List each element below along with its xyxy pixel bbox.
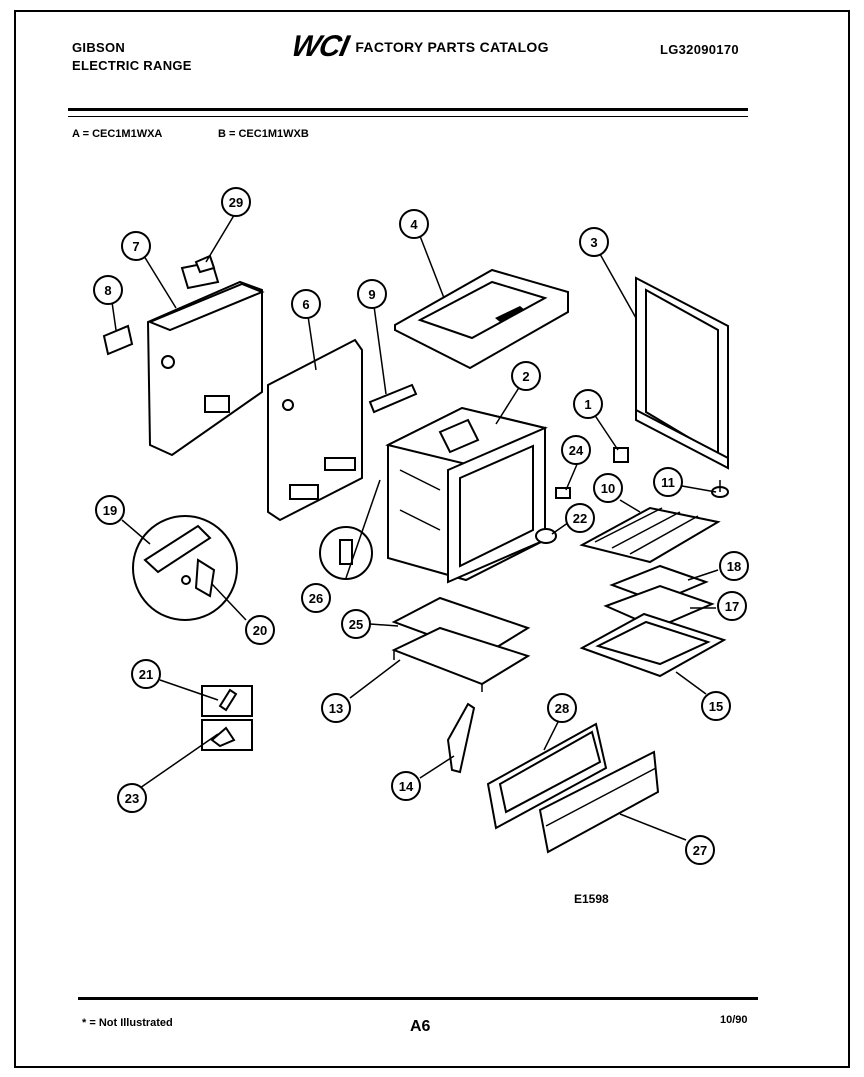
model-b: B = CEC1M1WXB xyxy=(218,128,309,140)
callout-28: 28 xyxy=(547,693,577,723)
part-4-top-panel xyxy=(394,268,569,370)
callout-13: 13 xyxy=(321,693,351,723)
part-7-rear-panel xyxy=(146,280,265,457)
catalog-title: FACTORY PARTS CATALOG xyxy=(355,39,549,55)
callout-18: 18 xyxy=(719,551,749,581)
part-10-rack xyxy=(579,506,721,564)
callout-2: 2 xyxy=(511,361,541,391)
svg-text:6: 6 xyxy=(302,297,309,312)
footnote: * = Not Illustrated xyxy=(82,1017,173,1029)
svg-text:23: 23 xyxy=(125,791,139,806)
svg-text:8: 8 xyxy=(104,283,111,298)
svg-text:17: 17 xyxy=(725,599,739,614)
figure-code: E1598 xyxy=(574,892,609,906)
callout-6: 6 xyxy=(291,289,321,319)
part-27-drawer-panel xyxy=(538,750,660,854)
part-8-plate xyxy=(102,324,134,356)
callout-7: 7 xyxy=(121,231,151,261)
svg-text:20: 20 xyxy=(253,623,267,638)
model-a: A = CEC1M1WXA xyxy=(72,128,163,140)
callout-11: 11 xyxy=(653,467,683,497)
detail-circle-19-20 xyxy=(132,515,238,621)
callout-4: 4 xyxy=(399,209,429,239)
svg-text:9: 9 xyxy=(368,287,375,302)
callout-23: 23 xyxy=(117,783,147,813)
part-22-gasket xyxy=(535,528,557,544)
svg-text:19: 19 xyxy=(103,503,117,518)
svg-text:10: 10 xyxy=(601,481,615,496)
callout-10: 10 xyxy=(593,473,623,503)
callout-19: 19 xyxy=(95,495,125,525)
part-1-knob xyxy=(613,447,629,463)
callout-25: 25 xyxy=(341,609,371,639)
svg-text:27: 27 xyxy=(693,843,707,858)
catalog-header: WCI FACTORY PARTS CATALOG xyxy=(289,30,549,64)
part-28-drawer-front xyxy=(486,722,608,830)
part-24-clip xyxy=(555,487,571,499)
svg-text:3: 3 xyxy=(590,235,597,250)
svg-text:28: 28 xyxy=(555,701,569,716)
svg-text:11: 11 xyxy=(661,475,675,490)
callout-29: 29 xyxy=(221,187,251,217)
part-9-strip xyxy=(368,383,418,414)
part-13-drawer-base xyxy=(391,626,531,692)
detail-circle-26 xyxy=(319,526,373,580)
header-rule xyxy=(68,108,748,111)
part-15-drawer-pan xyxy=(579,612,727,678)
brand-name: GIBSON xyxy=(72,40,126,55)
svg-text:26: 26 xyxy=(309,591,323,606)
leader-lines xyxy=(111,211,719,841)
callout-26: 26 xyxy=(301,583,331,613)
svg-text:4: 4 xyxy=(410,217,418,232)
catalog-date: 10/90 xyxy=(720,1014,748,1026)
page-number: A6 xyxy=(410,1018,431,1035)
catalog-code: LG32090170 xyxy=(660,42,739,57)
svg-text:1: 1 xyxy=(584,397,591,412)
svg-text:15: 15 xyxy=(709,699,723,714)
callout-8: 8 xyxy=(93,275,123,305)
part-6-back-panel xyxy=(267,338,363,522)
part-29-bracket xyxy=(180,254,220,290)
callout-17: 17 xyxy=(717,591,747,621)
callout-22: 22 xyxy=(565,503,595,533)
svg-text:29: 29 xyxy=(229,195,243,210)
svg-text:21: 21 xyxy=(139,667,153,682)
part-14-hinge xyxy=(446,702,476,774)
callout-3: 3 xyxy=(579,227,609,257)
product-type: ELECTRIC RANGE xyxy=(72,58,192,73)
callout-27: 27 xyxy=(685,835,715,865)
part-2-oven-body xyxy=(385,406,548,584)
callout-9: 9 xyxy=(357,279,387,309)
page-frame xyxy=(14,10,850,1068)
svg-text:24: 24 xyxy=(569,443,584,458)
svg-text:14: 14 xyxy=(399,779,414,794)
svg-text:25: 25 xyxy=(349,617,363,632)
svg-text:22: 22 xyxy=(573,511,587,526)
header-rule-thin xyxy=(68,116,748,117)
svg-text:13: 13 xyxy=(329,701,343,716)
footer-rule xyxy=(78,997,758,1000)
callout-14: 14 xyxy=(391,771,421,801)
part-11-foot xyxy=(711,480,729,498)
part-21-23-clips xyxy=(201,685,253,751)
callout-1: 1 xyxy=(573,389,603,419)
svg-text:7: 7 xyxy=(132,239,139,254)
svg-text:2: 2 xyxy=(522,369,529,384)
callout-20: 20 xyxy=(245,615,275,645)
svg-text:18: 18 xyxy=(727,559,741,574)
part-3-door-frame xyxy=(635,276,729,470)
callout-24: 24 xyxy=(561,435,591,465)
callout-15: 15 xyxy=(701,691,731,721)
callout-21: 21 xyxy=(131,659,161,689)
